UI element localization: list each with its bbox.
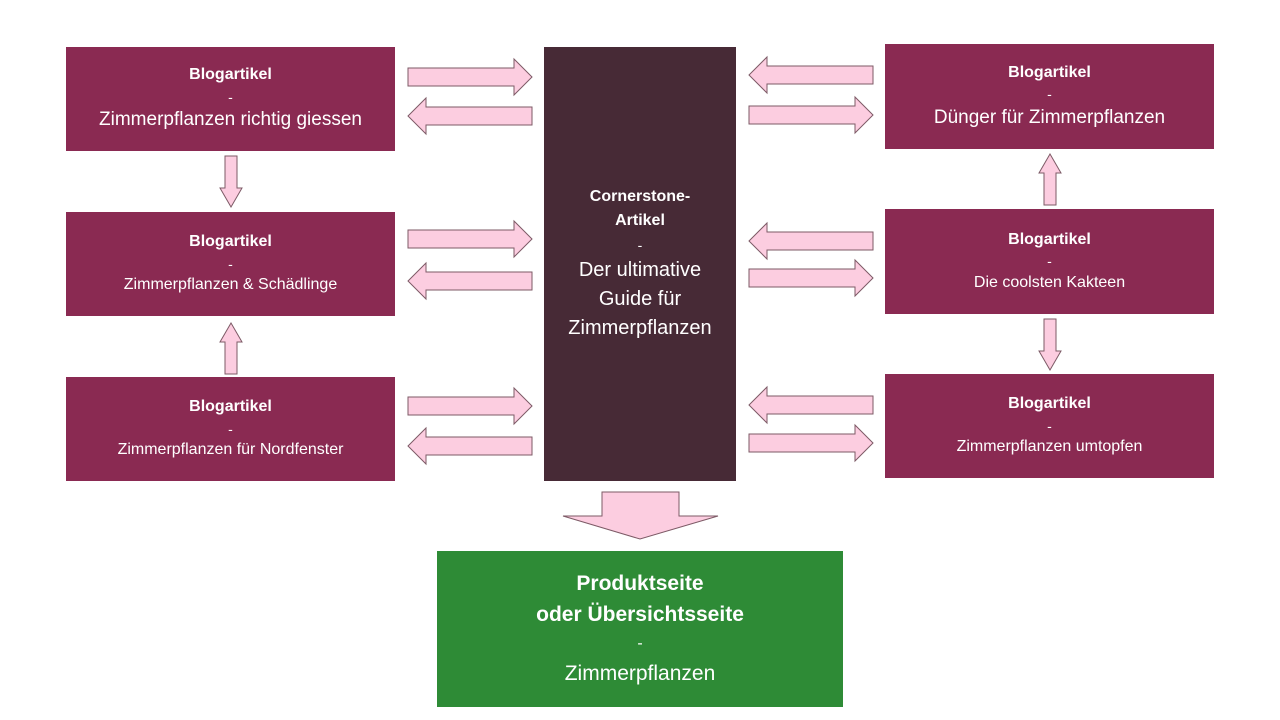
blog-title: Zimmerpflanzen & Schädlinge [123,276,338,294]
cornerstone-title-line3: Zimmerpflanzen [568,317,712,340]
arrow-right [407,219,533,259]
cornerstone-kicker-line2: Artikel [615,212,665,230]
blog-title: Zimmerpflanzen für Nordfenster [117,441,344,459]
product-kicker-line1: Produktseite [576,571,704,595]
arrow-up [219,322,243,375]
arrow-right [748,258,874,298]
product-title: Zimmerpflanzen [564,661,716,685]
blog-kicker: Blogartikel [1008,230,1091,248]
arrow-right [407,57,533,97]
blog-box-duenger: Blogartikel - Dünger für Zimmerpflanzen [885,44,1214,149]
blog-title: Die coolsten Kakteen [973,273,1126,291]
blog-box-richtig-giessen: Blogartikel - Zimmerpflanzen richtig gie… [66,47,395,151]
blog-kicker: Blogartikel [189,398,272,415]
blog-title: Zimmerpflanzen richtig giessen [99,109,362,131]
arrow-left [407,261,533,301]
blog-separator: - [1047,86,1052,103]
arrow-left [748,55,874,95]
blog-kicker: Blogartikel [1008,395,1091,412]
cornerstone-title-line2: Guide für [598,288,682,311]
arrow-down [219,155,243,208]
arrow-right [748,423,874,463]
blog-box-nordfenster: Blogartikel - Zimmerpflanzen für Nordfen… [66,377,395,481]
blog-box-kakteen: Blogartikel - Die coolsten Kakteen [885,209,1214,314]
blog-kicker: Blogartikel [189,233,272,250]
arrow-left [407,426,533,466]
arrow-right [407,386,533,426]
arrow-left [407,96,533,136]
arrow-right [748,95,874,135]
arrow-down [1038,318,1062,371]
blog-title: Dünger für Zimmerpflanzen [933,106,1166,128]
product-box: Produktseite oder Übersichtsseite - Zimm… [437,551,843,707]
arrow-down-large [562,491,719,540]
blog-box-umtopfen: Blogartikel - Zimmerpflanzen umtopfen [885,374,1214,478]
blog-separator: - [228,255,233,272]
blog-separator: - [1047,253,1052,270]
cornerstone-box: Cornerstone- Artikel - Der ultimative Gu… [544,47,736,481]
arrow-up [1038,153,1062,206]
blog-kicker: Blogartikel [1008,63,1091,81]
blog-box-schaedlinge: Blogartikel - Zimmerpflanzen & Schädling… [66,212,395,316]
blog-separator: - [228,420,233,437]
cornerstone-separator: - [637,237,643,254]
blog-title: Zimmerpflanzen umtopfen [956,438,1143,456]
arrow-left [748,221,874,261]
blog-separator: - [228,88,233,105]
blog-separator: - [1047,417,1052,434]
cornerstone-title-line1: Der ultimative [578,259,702,282]
product-separator: - [637,634,643,652]
product-kicker-line2: oder Übersichtsseite [536,603,744,627]
cornerstone-kicker-line1: Cornerstone- [589,187,691,205]
arrow-left [748,385,874,425]
blog-kicker: Blogartikel [189,66,272,84]
